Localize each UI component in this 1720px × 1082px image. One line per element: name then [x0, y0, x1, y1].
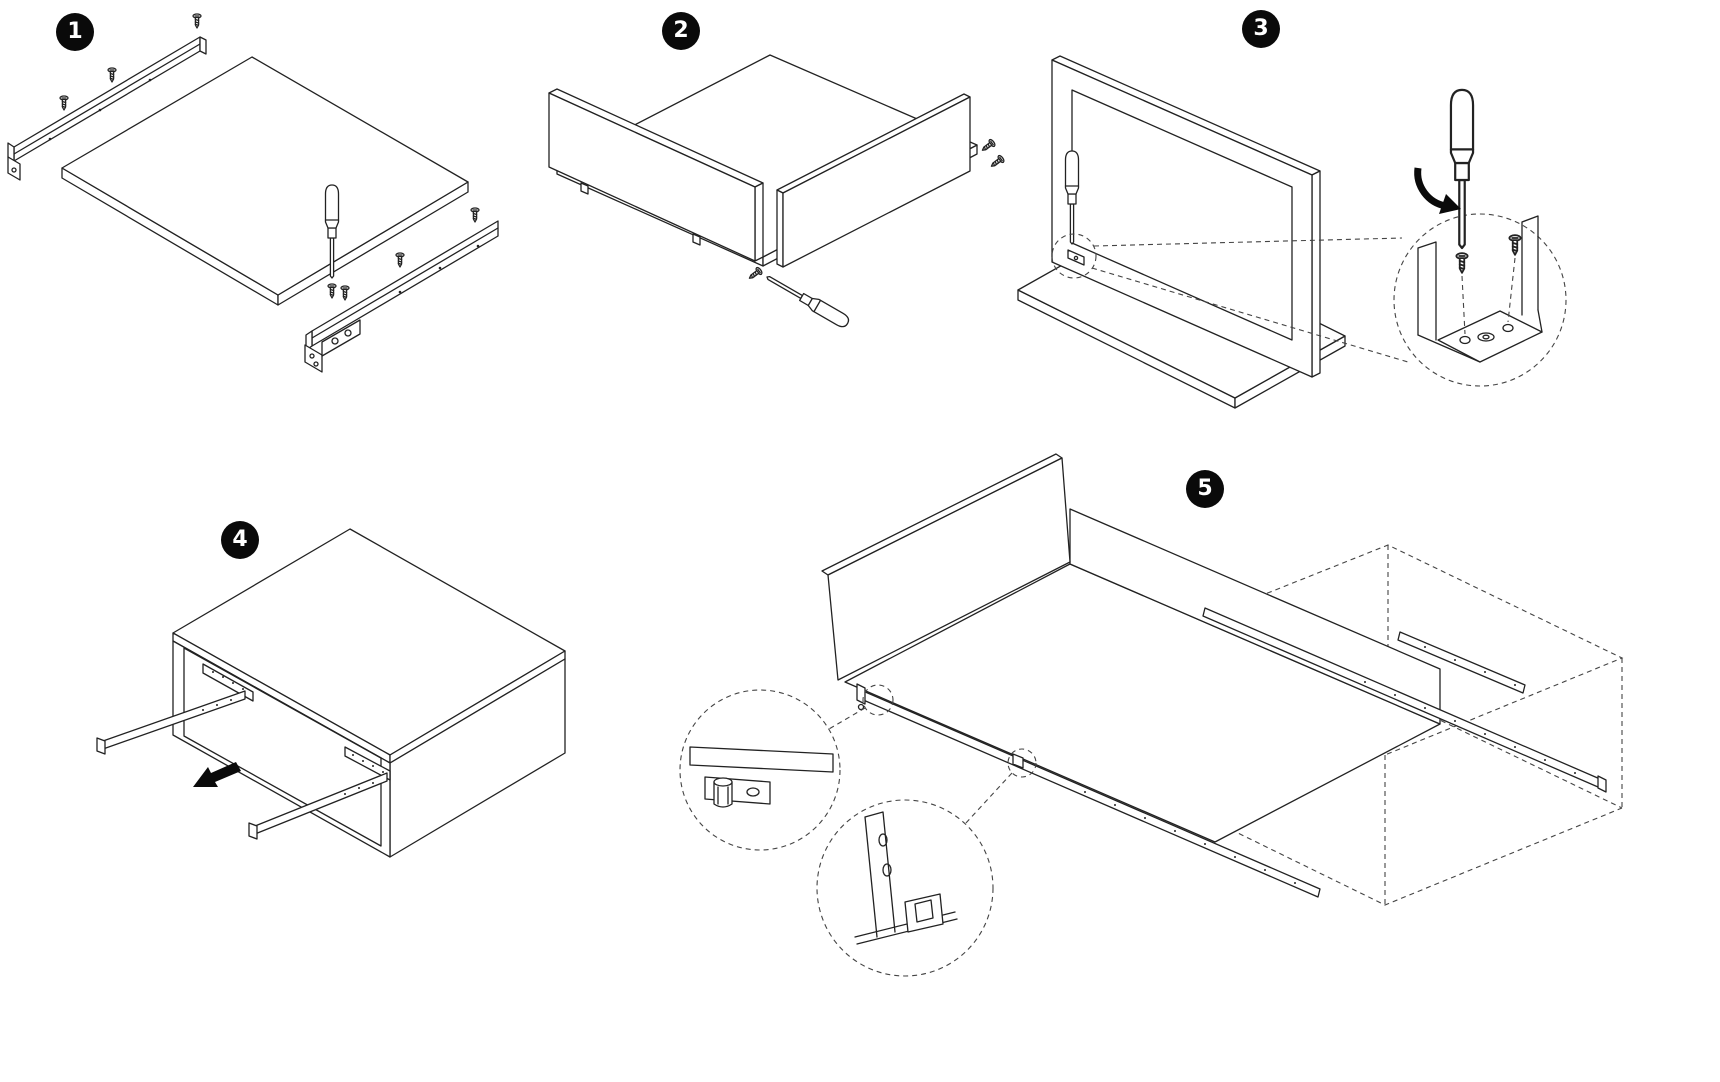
- detail-callout-marker: [862, 684, 894, 716]
- magnified-pin-detail: [679, 689, 841, 851]
- step-badge-5: 5: [1186, 470, 1224, 508]
- rail-mounting-plates: [202, 663, 391, 781]
- pull-direction-arrow-icon: [193, 762, 241, 787]
- corner-bracket: [1067, 249, 1085, 266]
- slide-rail-left: [7, 36, 207, 181]
- drawer-bottom-panel: [61, 56, 469, 306]
- step2-illustration: [548, 54, 1006, 330]
- magnified-bracket-detail: [1393, 88, 1567, 387]
- callout-leader-line: [828, 707, 866, 730]
- step3-illustration: [1017, 55, 1567, 409]
- callout-leader-line: [964, 772, 1013, 825]
- cabinet-side-rail: [1397, 631, 1526, 694]
- step-number: 4: [232, 527, 248, 552]
- slide-rail-right: [304, 220, 499, 373]
- step-badge-1: 1: [56, 13, 94, 51]
- extended-slide-rail-right: [248, 772, 388, 840]
- detail-callout-marker: [1051, 233, 1097, 279]
- detail-callout-marker: [1007, 748, 1037, 778]
- step-badge-3: 3: [1242, 10, 1280, 48]
- step-number: 3: [1253, 16, 1269, 41]
- drawer-back-panel: [776, 93, 971, 268]
- step-number: 1: [67, 19, 83, 44]
- extended-slide-rail-left: [96, 690, 246, 755]
- drawer-side-wall: [548, 88, 764, 262]
- drawer-front-slide-rail: [856, 683, 1321, 898]
- screwdriver: [763, 270, 852, 330]
- step-badge-4: 4: [221, 521, 259, 559]
- callout-leader-line: [1093, 237, 1403, 247]
- step-number: 5: [1197, 476, 1213, 501]
- drawer-rear-slide-rail: [1202, 607, 1607, 793]
- step1-illustration: [7, 13, 499, 373]
- cabinet-box: [172, 528, 566, 858]
- step-number: 2: [673, 18, 689, 43]
- step4-illustration: [96, 528, 566, 858]
- drawer-front-panel: [821, 453, 1071, 681]
- magnified-clip-detail: [816, 799, 994, 977]
- step5-illustration: [679, 453, 1624, 977]
- step-badge-2: 2: [662, 12, 700, 50]
- rotation-arrow-icon: [1414, 167, 1461, 214]
- upright-frame: [1051, 55, 1321, 378]
- callout-leader-line: [1091, 267, 1409, 363]
